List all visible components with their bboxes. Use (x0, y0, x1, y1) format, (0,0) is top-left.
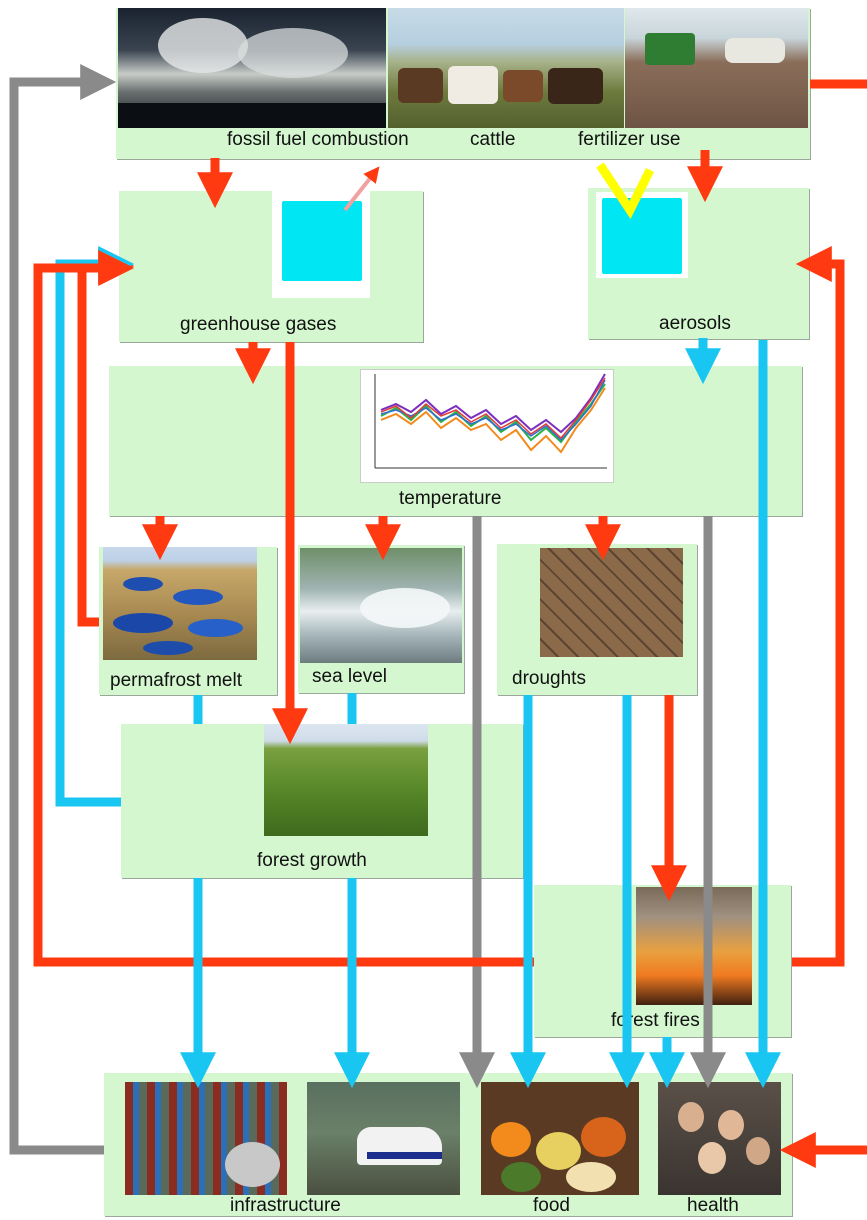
fertilizer-use-photo (625, 8, 808, 128)
arrow-blue-forest-to-greenhouse (55, 246, 135, 807)
forest-growth-label: forest growth (257, 850, 367, 871)
droughts-photo (540, 548, 683, 657)
greenhouse-globe-illustration (272, 191, 370, 298)
radiation-arrow-pink (343, 166, 380, 212)
temperature-graph (360, 369, 614, 483)
cattle-label: cattle (470, 129, 516, 150)
health-photo (658, 1082, 781, 1195)
arrow-red-fires-to-greenhouse (33, 250, 534, 967)
greenhouse-gases-box (119, 191, 423, 342)
train-photo (307, 1082, 460, 1195)
sea-level-photo (300, 548, 462, 663)
food-label: food (533, 1195, 570, 1216)
droughts-label: droughts (512, 668, 586, 689)
aerosols-globe-illustration (596, 192, 688, 278)
cattle-photo (388, 8, 624, 128)
infrastructure-label: infrastructure (230, 1195, 341, 1216)
health-label: health (687, 1195, 739, 1216)
radiation-arrow-yellow (596, 162, 655, 219)
fertilizer-use-label: fertilizer use (578, 129, 681, 150)
sea-level-label: sea level (312, 666, 387, 687)
arrow-red-permafrost-to-greenhouse (77, 248, 135, 627)
fossil-fuel-combustion-photo (118, 8, 386, 128)
forest-fires-label: forest fires (611, 1010, 700, 1031)
arrow-gray-feedback (9, 64, 117, 1155)
infrastructure-photo (125, 1082, 287, 1195)
aerosols-label: aerosols (659, 313, 731, 334)
forest-fires-photo (636, 887, 752, 1005)
food-photo (481, 1082, 639, 1195)
greenhouse-gases-label: greenhouse gases (180, 314, 337, 335)
temperature-label: temperature (399, 488, 502, 509)
fossil-fuel-combustion-label: fossil fuel combustion (227, 129, 409, 150)
permafrost-melt-label: permafrost melt (110, 670, 242, 691)
arrow-red-fires-to-aerosols (792, 246, 845, 967)
permafrost-melt-photo (103, 547, 257, 660)
